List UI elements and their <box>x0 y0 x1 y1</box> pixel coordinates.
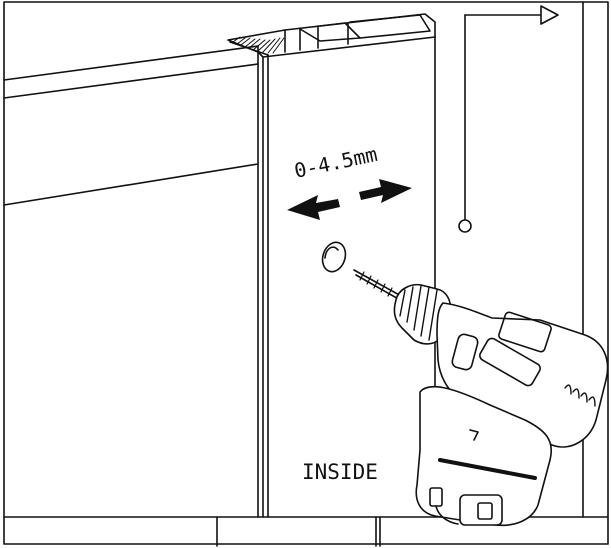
wall-panel <box>3 45 259 518</box>
dimension-arrow <box>287 179 412 220</box>
outer-frame <box>3 1 609 545</box>
profile-post <box>227 13 436 518</box>
profile-top-chambers <box>232 14 431 54</box>
screw-hole <box>321 241 347 273</box>
drill <box>393 283 609 527</box>
dimension-label: 0-4.5mm <box>292 142 379 183</box>
leader-arrow <box>458 5 559 233</box>
screw <box>353 269 404 302</box>
inside-label: INSIDE <box>302 460 378 484</box>
inside-label-backing <box>296 452 402 486</box>
